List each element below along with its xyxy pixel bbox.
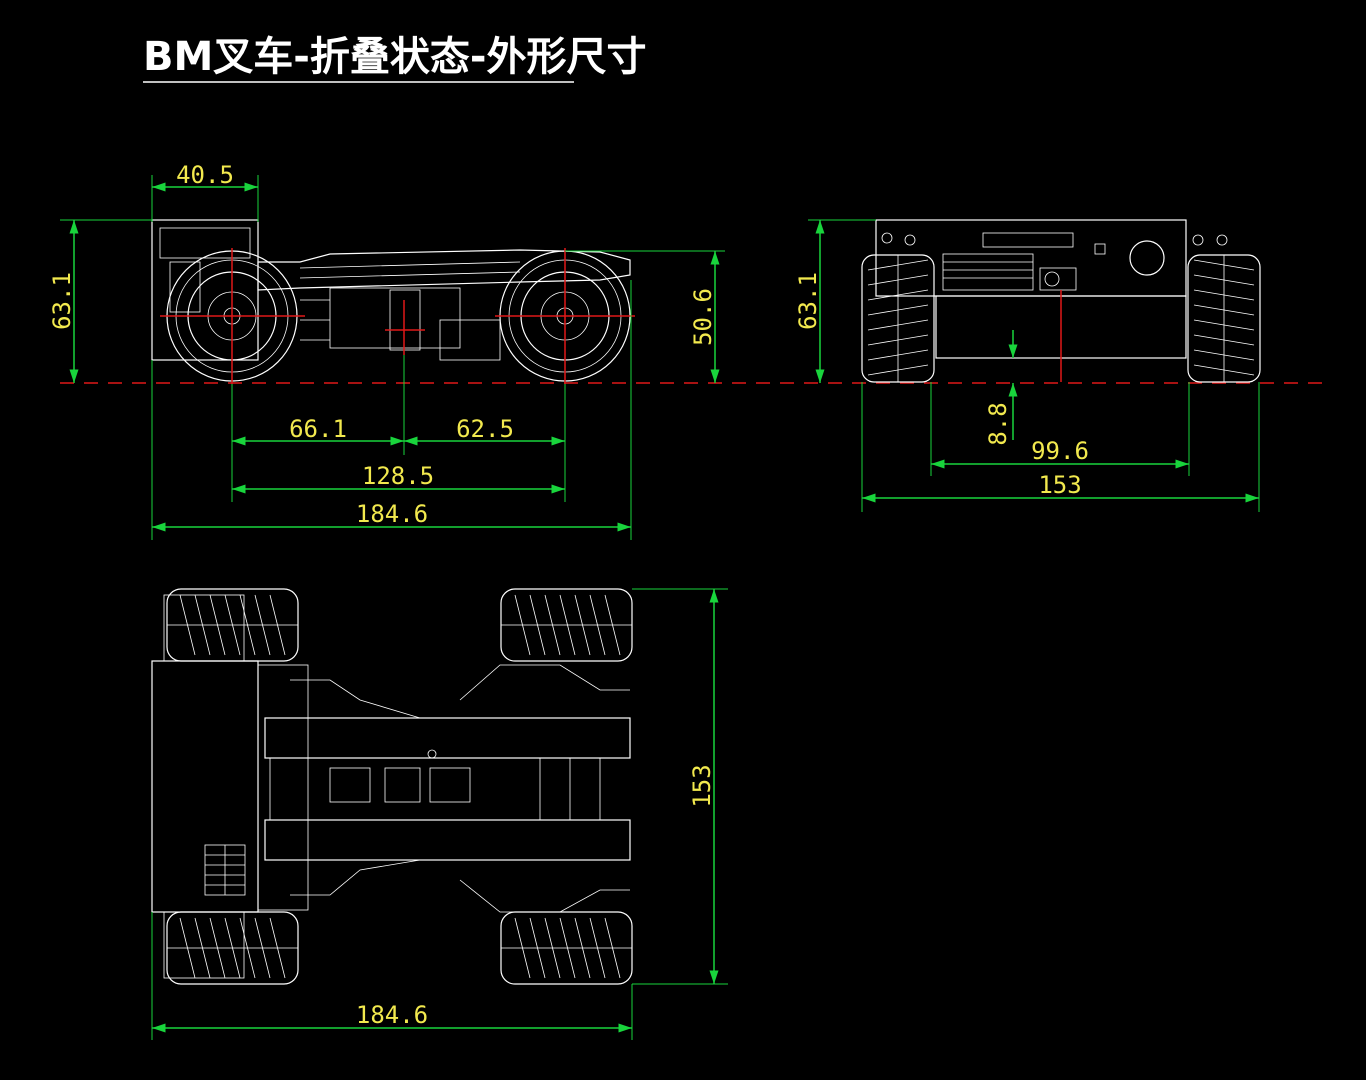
dim-top-width: 40.5	[176, 161, 234, 189]
dim-front-height: 63.1	[794, 272, 822, 330]
front-right-wheel	[1187, 254, 1261, 383]
dim-top-length: 184.6	[356, 1001, 428, 1029]
dim-top-width: 153	[688, 764, 716, 807]
side-cab	[151, 219, 259, 361]
side-dimensions: 40.5 63.1 50.6 66.1 62.5 128.5 184.6	[48, 161, 725, 540]
drawing-title: BM叉车-折叠状态-外形尺寸	[143, 34, 647, 80]
dim-front-width: 153	[1038, 471, 1081, 499]
top-view	[151, 588, 633, 985]
top-dimensions: 153 184.6	[151, 588, 728, 1040]
dim-side-height: 63.1	[48, 272, 76, 330]
dim-wheel-height: 50.6	[689, 288, 717, 346]
dim-front-to-center: 66.1	[289, 415, 347, 443]
dim-ground-clearance: 8.8	[984, 402, 1012, 445]
front-view	[861, 219, 1261, 383]
top-wheel-front-left	[166, 588, 299, 662]
top-wheel-rear-right	[500, 911, 633, 985]
dim-wheelbase: 128.5	[362, 462, 434, 490]
side-view	[151, 219, 635, 384]
dim-track-inner: 99.6	[1031, 437, 1089, 465]
front-dimensions: 63.1 8.8 99.6 153	[794, 219, 1260, 512]
front-left-wheel	[861, 254, 935, 383]
dim-center-to-rear: 62.5	[456, 415, 514, 443]
top-wheel-front-right	[166, 911, 299, 985]
top-wheel-rear-left	[500, 588, 633, 662]
dim-side-length: 184.6	[356, 500, 428, 528]
